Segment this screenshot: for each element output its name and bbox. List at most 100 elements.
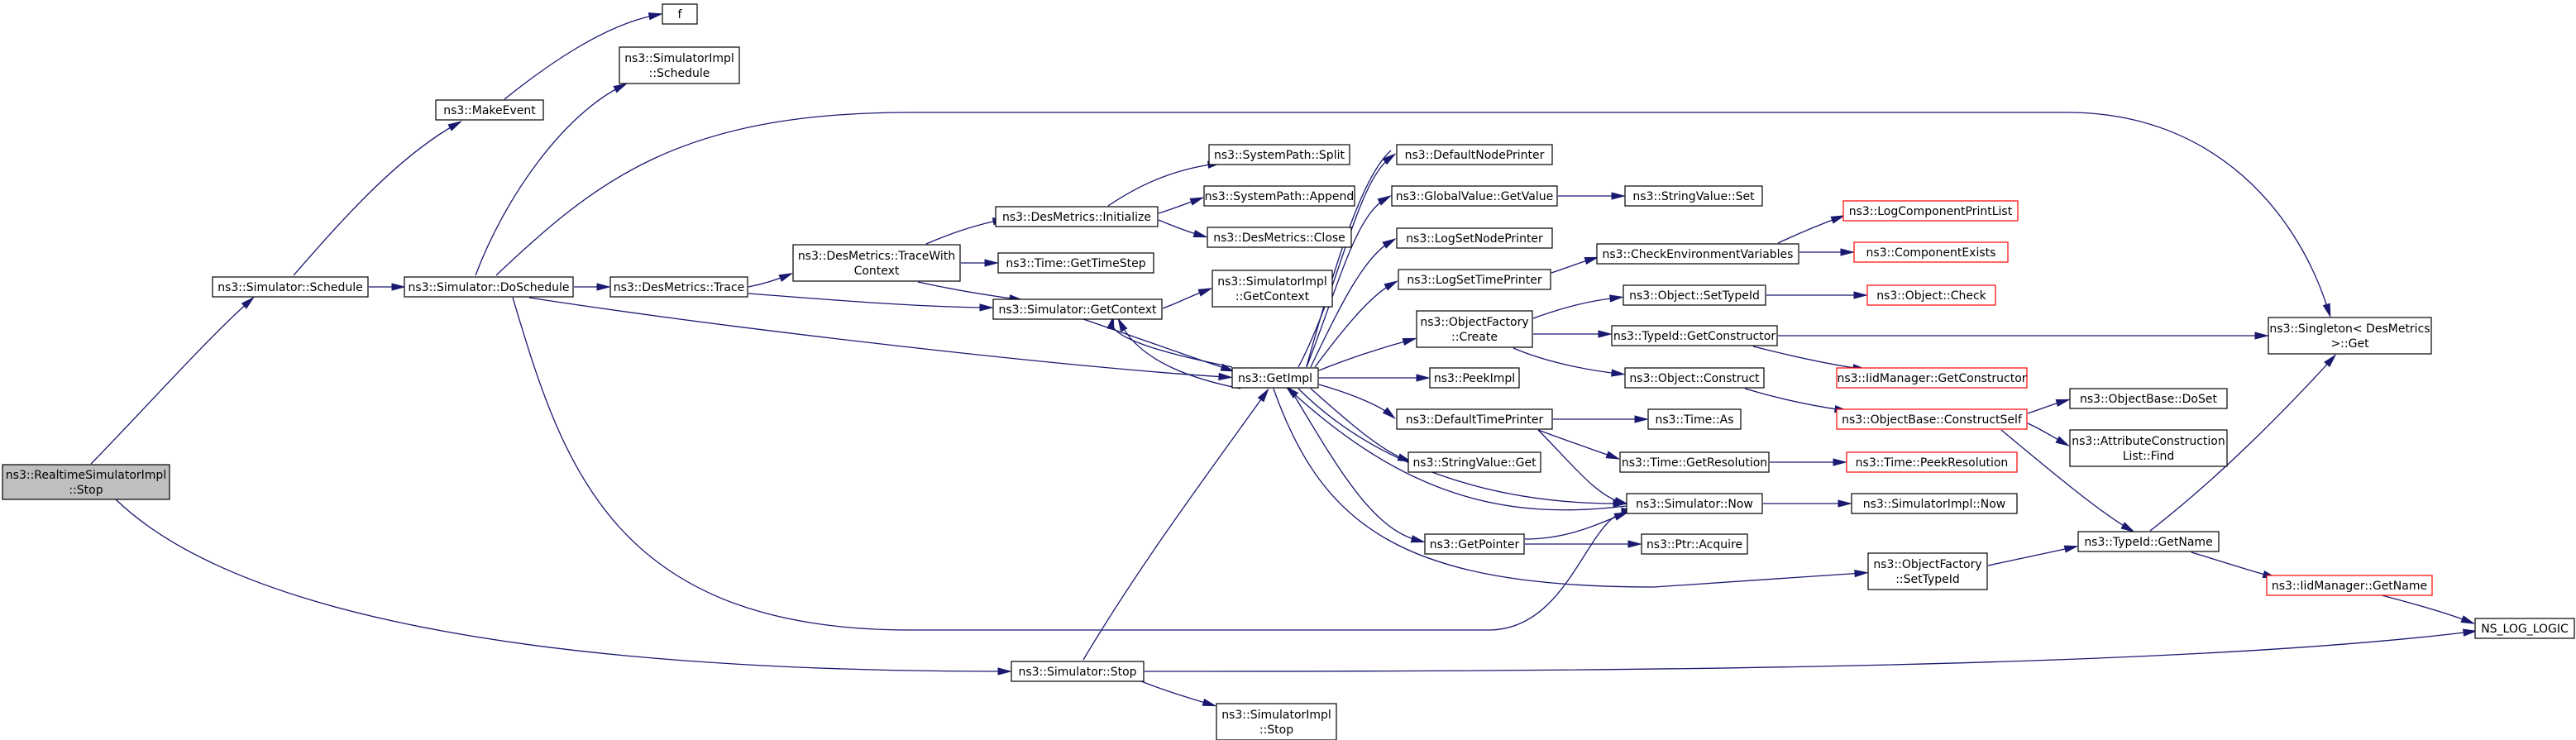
node-objbase-constructself[interactable]: ns3::ObjectBase::ConstructSelf — [1836, 408, 2028, 430]
node-getpointer[interactable]: ns3::GetPointer — [1424, 533, 1525, 555]
node-box[interactable] — [1624, 185, 1763, 207]
node-iidmanager-getname[interactable]: ns3::IidManager::GetName — [2266, 575, 2433, 596]
node-box[interactable] — [2266, 575, 2433, 596]
node-sim-now[interactable]: ns3::Simulator::Now — [1626, 493, 1763, 514]
node-box[interactable] — [2268, 317, 2432, 355]
node-box[interactable] — [2069, 429, 2228, 467]
node-makeevent[interactable]: ns3::MakeEvent — [435, 99, 544, 121]
node-objfactory-create[interactable]: ns3::ObjectFactory::Create — [1416, 310, 1533, 348]
node-box[interactable] — [212, 276, 369, 298]
node-box[interactable] — [1851, 493, 2018, 514]
node-box[interactable] — [1396, 227, 1553, 249]
node-simimpl-schedule[interactable]: ns3::SimulatorImpl::Schedule — [619, 46, 740, 84]
node-box[interactable] — [435, 99, 544, 121]
node-box[interactable] — [1429, 367, 1520, 389]
node-box[interactable] — [2, 464, 170, 500]
node-box[interactable] — [1424, 533, 1525, 555]
node-box[interactable] — [1398, 269, 1551, 290]
node-box[interactable] — [1626, 493, 1763, 514]
node-box[interactable] — [1641, 533, 1748, 555]
node-desm-initialize[interactable]: ns3::DesMetrics::Initialize — [995, 206, 1159, 227]
node-box[interactable] — [997, 252, 1154, 274]
node-checkenvvars[interactable]: ns3::CheckEnvironmentVariables — [1596, 243, 1799, 265]
node-syspath-append[interactable]: ns3::SystemPath::Append — [1203, 185, 1355, 207]
node-object-settypeid[interactable]: ns3::Object::SetTypeId — [1623, 284, 1766, 306]
node-desm-trace[interactable]: ns3::DesMetrics::Trace — [609, 276, 748, 298]
node-box[interactable] — [2069, 388, 2228, 409]
node-time-gettimestep[interactable]: ns3::Time::GetTimeStep — [997, 252, 1154, 274]
node-schedule[interactable]: ns3::Simulator::Schedule — [212, 276, 369, 298]
node-box[interactable] — [1647, 408, 1742, 430]
node-box[interactable] — [2077, 531, 2220, 552]
node-box[interactable] — [1624, 367, 1765, 389]
node-logsettimeprinter[interactable]: ns3::LogSetTimePrinter — [1398, 269, 1551, 290]
node-time-as[interactable]: ns3::Time::As — [1647, 408, 1742, 430]
node-box[interactable] — [1407, 451, 1541, 473]
node-box[interactable] — [1853, 241, 2009, 263]
node-defaulttimeprinter[interactable]: ns3::DefaultTimePrinter — [1396, 408, 1553, 430]
node-box[interactable] — [619, 46, 740, 84]
node-ptr-acquire[interactable]: ns3::Ptr::Acquire — [1641, 533, 1748, 555]
node-getimpl[interactable]: ns3::GetImpl — [1231, 367, 1319, 389]
node-box[interactable] — [1216, 703, 1337, 740]
node-box[interactable] — [1619, 451, 1770, 473]
node-singleton-get[interactable]: ns3::Singleton< DesMetrics >::Get — [2268, 317, 2432, 355]
node-typeid-getconstructor[interactable]: ns3::TypeId::GetConstructor — [1611, 325, 1778, 346]
node-syspath-split[interactable]: ns3::SystemPath::Split — [1208, 144, 1350, 165]
node-typeid-getname[interactable]: ns3::TypeId::GetName — [2077, 531, 2220, 552]
node-f[interactable]: f — [662, 3, 698, 25]
node-box[interactable] — [662, 3, 698, 25]
node-simimpl-stop[interactable]: ns3::SimulatorImpl::Stop — [1216, 703, 1337, 740]
node-box[interactable] — [1396, 144, 1553, 165]
node-desm-close[interactable]: ns3::DesMetrics::Close — [1207, 227, 1352, 248]
node-box[interactable] — [609, 276, 748, 298]
node-defaultnodeprinter[interactable]: ns3::DefaultNodePrinter — [1396, 144, 1553, 165]
node-sim-stop[interactable]: ns3::Simulator::Stop — [1011, 661, 1145, 682]
node-iidmanager-getconstructor[interactable]: ns3::IidManager::GetConstructor — [1836, 367, 2028, 389]
node-box[interactable] — [1866, 284, 1996, 306]
node-box[interactable] — [1836, 408, 2028, 430]
node-box[interactable] — [992, 298, 1163, 320]
node-box[interactable] — [1212, 270, 1333, 308]
node-logsetnodeprinter[interactable]: ns3::LogSetNodePrinter — [1396, 227, 1553, 249]
node-box[interactable] — [1207, 227, 1352, 248]
node-stringvalue-set[interactable]: ns3::StringValue::Set — [1624, 185, 1763, 207]
node-box[interactable] — [1836, 367, 2028, 389]
node-time-getresolution[interactable]: ns3::Time::GetResolution — [1619, 451, 1770, 473]
node-object-check[interactable]: ns3::Object::Check — [1866, 284, 1996, 306]
node-box[interactable] — [404, 276, 574, 298]
node-doschedule[interactable]: ns3::Simulator::DoSchedule — [404, 276, 574, 298]
node-box[interactable] — [1596, 243, 1799, 265]
node-box[interactable] — [1208, 144, 1350, 165]
node-box[interactable] — [2474, 618, 2575, 639]
node-object-construct[interactable]: ns3::Object::Construct — [1624, 367, 1765, 389]
node-box[interactable] — [1231, 367, 1319, 389]
node-globalvalue-getvalue[interactable]: ns3::GlobalValue::GetValue — [1391, 185, 1558, 207]
node-box[interactable] — [792, 244, 961, 282]
node-box[interactable] — [1623, 284, 1766, 306]
node-box[interactable] — [995, 206, 1159, 227]
node-box[interactable] — [1391, 185, 1558, 207]
node-simimpl-now[interactable]: ns3::SimulatorImpl::Now — [1851, 493, 2018, 514]
node-box[interactable] — [1416, 310, 1533, 348]
node-box[interactable] — [1611, 325, 1778, 346]
node-box[interactable] — [1842, 200, 2019, 222]
node-box[interactable] — [1203, 185, 1355, 207]
node-stop-rt[interactable]: ns3::RealtimeSimulatorImpl::Stop — [2, 464, 170, 500]
node-sim-getcontext[interactable]: ns3::Simulator::GetContext — [992, 298, 1163, 320]
node-objfactory-settypeid[interactable]: ns3::ObjectFactory::SetTypeId — [1867, 552, 1988, 590]
node-peekimpl[interactable]: ns3::PeekImpl — [1429, 367, 1520, 389]
node-simimpl-getcontext[interactable]: ns3::SimulatorImpl::GetContext — [1212, 270, 1333, 308]
node-stringvalue-get[interactable]: ns3::StringValue::Get — [1407, 451, 1541, 473]
node-box[interactable] — [1846, 451, 2018, 473]
node-box[interactable] — [1867, 552, 1988, 590]
node-componentexists[interactable]: ns3::ComponentExists — [1853, 241, 2009, 263]
node-logcompprintlist[interactable]: ns3::LogComponentPrintList — [1842, 200, 2019, 222]
node-box[interactable] — [1011, 661, 1145, 682]
node-ns-log-logic[interactable]: NS_LOG_LOGIC — [2474, 618, 2575, 639]
node-box[interactable] — [1396, 408, 1553, 430]
node-objbase-doset[interactable]: ns3::ObjectBase::DoSet — [2069, 388, 2228, 409]
node-time-peekresolution[interactable]: ns3::Time::PeekResolution — [1846, 451, 2018, 473]
